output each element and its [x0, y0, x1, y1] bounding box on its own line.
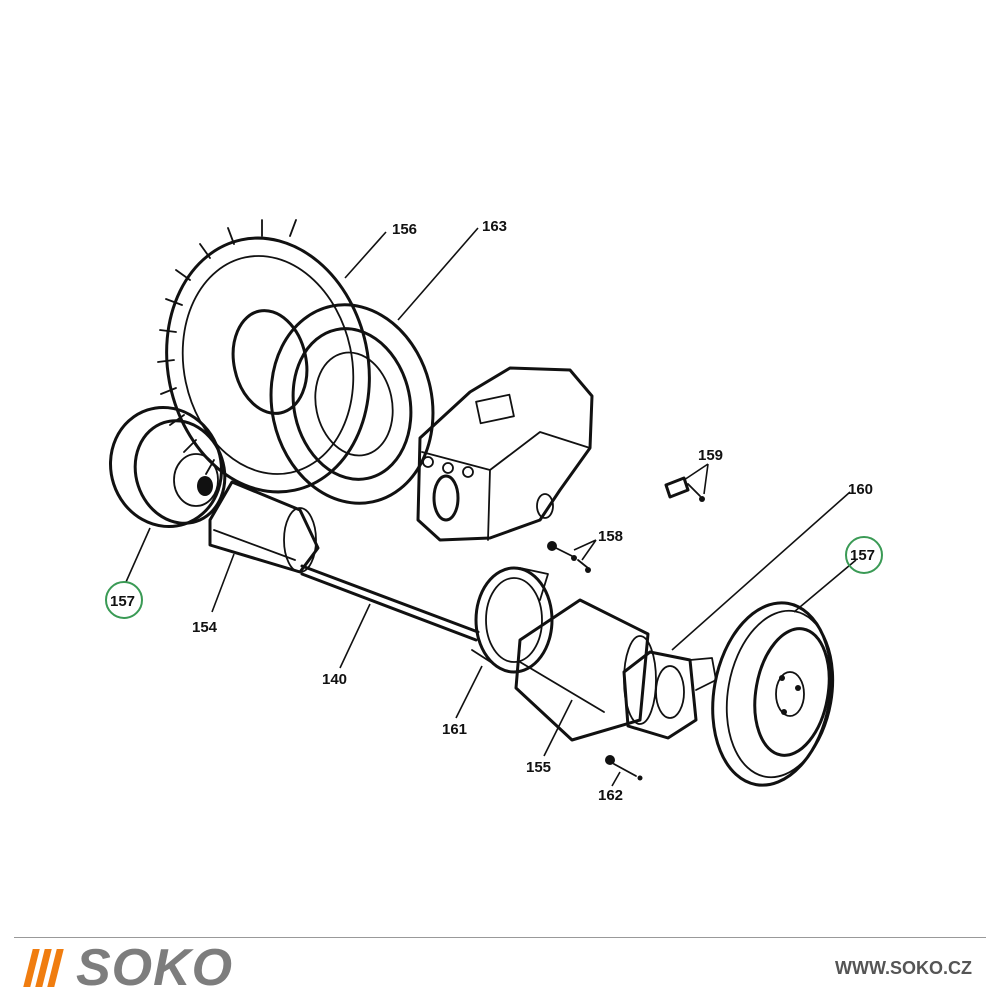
part-163-rim-ring [269, 303, 435, 505]
label-162: 162 [598, 787, 623, 804]
label-157-right: 157 [850, 547, 875, 564]
brand-name: SOKO [76, 939, 234, 997]
soko-logo: SOKO [23, 939, 234, 997]
callout-ring-157-right [845, 536, 883, 574]
label-154: 154 [192, 619, 218, 636]
label-160: 160 [848, 481, 873, 498]
leader-lines [125, 227, 857, 787]
part-155-housing-tube [514, 598, 657, 742]
label-161: 161 [442, 721, 467, 738]
part-160-hub-adapter [622, 650, 717, 740]
part-156-tyre [157, 219, 371, 494]
part-158-fasteners [547, 541, 591, 573]
website-link[interactable]: WWW.SOKO.CZ [835, 958, 972, 978]
label-140: 140 [322, 671, 347, 688]
label-157-left: 157 [110, 593, 135, 610]
part-162-screw [605, 755, 643, 781]
part-157-left-hub-wheel [109, 405, 227, 529]
part-154-housing [208, 480, 320, 574]
label-163: 163 [482, 218, 507, 235]
callout-ring-157-left [105, 581, 143, 619]
transmission-housing [416, 366, 594, 542]
label-158: 158 [598, 528, 623, 545]
label-156: 156 [392, 221, 417, 238]
label-159: 159 [698, 447, 723, 464]
part-161-clamp [471, 566, 554, 674]
footer-divider [14, 937, 986, 938]
part-140-shaft [300, 564, 480, 642]
part-157-right-wheel [711, 601, 835, 787]
part-159-bolt [664, 476, 705, 502]
label-155: 155 [526, 759, 551, 776]
